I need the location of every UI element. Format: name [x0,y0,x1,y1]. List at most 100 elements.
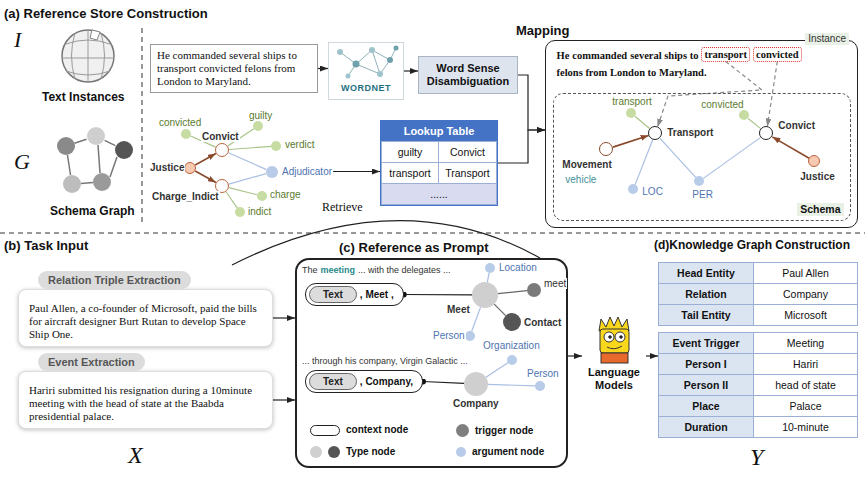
node-label: , Company, [360,375,413,389]
cartoon-icon [599,317,629,363]
node-label: Language Models [582,366,646,392]
connector [423,382,464,384]
connector [613,135,649,147]
graph-node: Person [535,381,545,391]
graph-node: Justice [808,155,820,167]
word-box: convicted [753,47,802,62]
table-cell: Tail Entity [658,304,754,326]
legend-item: Type node [310,446,395,458]
node-label: guilty [248,110,273,121]
node-label: WORDNET [329,83,403,94]
node-label: Charge_Indict [151,191,220,202]
language-model: Language Models [582,316,646,392]
graph-node: Convict [215,143,229,157]
schema-graph-icon [115,141,133,159]
context-node: , Meet ,Text [305,283,404,306]
word-box: transport [701,47,750,62]
node-label: He commanded several ships to transport … [157,49,311,88]
graph-node: Convict [759,126,773,140]
connector [488,384,535,385]
sentence-word: felons from London to Maryland. [557,66,707,79]
node-label: indict [247,206,272,217]
context-text: meeting [321,265,356,276]
connector [273,317,295,318]
cartoon-icon [607,346,622,349]
graph-node: meet [527,283,541,297]
arc-label: Retrieve [322,200,363,214]
wikipedia-globe [90,30,100,40]
schema-graph-icon [105,140,116,145]
node-label: Paul Allen, a co-founder of Microsoft, p… [29,302,262,341]
schema-graph-icon [81,182,93,184]
table-cell: Hariri [753,353,858,375]
graph-node: charge [257,191,267,201]
divider-line [0,233,865,234]
table-cell: Event Trigger [658,332,754,354]
graph-node: Person [465,331,475,341]
symbol: I [14,28,21,52]
node-tag: Instance [805,33,849,45]
schema-graph-icon [57,137,75,155]
text-pill: Text [309,373,357,390]
node-label: Word Sense Disambiguation [423,62,513,88]
graph-node: Movement [599,142,613,156]
graph-node: Transport [648,126,662,140]
node-label: (d)Knowledge Graph Construction [654,238,850,253]
connector [487,273,489,282]
wordnet-network [387,57,393,63]
connector [229,146,271,149]
cartoon-icon [609,336,612,339]
table-cell: Person I [658,353,754,375]
connector [703,137,760,178]
table-cell: Palace [753,395,858,417]
schema-graph-icon [63,175,81,193]
wordnet-network [346,74,351,79]
legend-text: argument node [472,446,544,458]
connector [273,399,295,400]
legend-item: context node [310,424,408,436]
legend-item: argument node [456,446,544,458]
connector [568,355,582,356]
table-cell: ...... [381,183,497,205]
table-cell: 10-minute [753,416,858,438]
symbol: Y [750,444,763,470]
context-text: The [302,265,318,276]
connector [772,137,809,158]
connector [660,138,696,177]
legend-swatch [310,446,340,458]
panel-title: (b) Task Input [4,238,88,253]
table-cell: Transport [438,162,497,184]
icon-caption: Text Instances [42,90,124,104]
wordnet-network [377,71,383,77]
connector [635,140,653,185]
connector [767,62,777,127]
node-label: Location [498,262,538,273]
connector [404,294,472,296]
connector [229,188,257,195]
connector [498,291,527,294]
graph-node: Company [464,372,488,396]
wordnet-network [337,49,343,55]
node-label: , Meet , [360,288,394,302]
schema-graph-icon [75,139,87,143]
node-label: Organization [482,340,541,351]
symbol: X [128,442,143,468]
schema-graph-icon [68,155,71,175]
graph-node: PER [694,176,704,186]
divider-line [0,28,865,233]
schema-graph-icon [98,145,100,173]
wordnet-network [369,47,375,53]
wordnet-network [337,46,399,79]
node-label: Convict [777,120,816,131]
node-label: Text [323,375,343,388]
graph-node: verdict [271,141,281,151]
node-label: Event Extraction [48,355,135,369]
schema-graph-icon [87,127,105,145]
legend-item: trigger node [456,424,533,437]
cartoon-icon [620,336,623,339]
schema-graph-icon [110,157,117,177]
legend-swatch [456,447,466,457]
sentence-box: He commanded several ships to transport … [150,44,318,93]
node-label: LOC [641,186,664,197]
